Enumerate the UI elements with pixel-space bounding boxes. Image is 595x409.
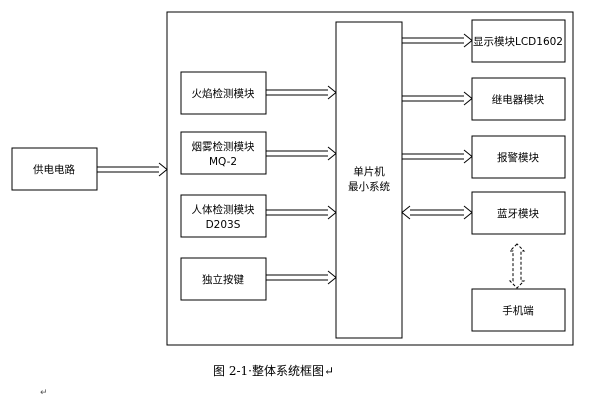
display-module-label: 显示模块LCD1602 [473,36,563,48]
paragraph-mark: ↵ [40,388,48,398]
mcu-sublabel: 最小系统 [348,180,390,193]
figure-caption: 图 2-1·整体系统框图↵ [213,364,335,378]
smoke-module-label: 烟雾检测模块 [192,140,255,153]
human-sensor-model: D203S [206,219,241,231]
phone-block: 手机端 [471,288,566,332]
power-supply-label: 供电电路 [33,163,75,176]
smoke-arrow [266,146,337,161]
flame-arrow [266,85,337,100]
wireless-link-arrow [508,243,526,289]
relay-arrow [402,91,473,106]
flame-detection-block: 火焰检测模块 [180,71,267,115]
key-block: 独立按键 [180,257,267,301]
display-block: 显示模块LCD1602 [471,19,566,63]
human-detection-block: 人体检测模块 D203S [180,194,267,238]
key-module-label: 独立按键 [202,273,244,286]
human-module-label: 人体检测模块 [192,203,255,216]
power-supply-block: 供电电路 [11,147,98,191]
phone-label: 手机端 [502,304,534,317]
display-arrow [402,33,473,48]
smoke-sensor-model: MQ-2 [209,156,237,168]
relay-block: 继电器模块 [471,77,566,121]
bluetooth-block: 蓝牙模块 [471,191,566,235]
alarm-module-label: 报警模块 [497,151,539,164]
bluetooth-module-label: 蓝牙模块 [497,208,539,220]
human-arrow [266,205,337,220]
bluetooth-bidirectional-arrow [401,205,473,220]
smoke-detection-block: 烟雾检测模块 MQ-2 [180,131,267,175]
mcu-label: 单片机 [353,165,385,178]
alarm-block: 报警模块 [471,135,566,179]
relay-module-label: 继电器模块 [492,93,545,106]
mcu-block: 单片机 最小系统 [335,21,403,339]
system-frame [166,11,574,346]
alarm-arrow [402,149,473,164]
power-arrow [97,162,168,177]
key-arrow [266,270,337,285]
flame-module-label: 火焰检测模块 [192,87,255,100]
